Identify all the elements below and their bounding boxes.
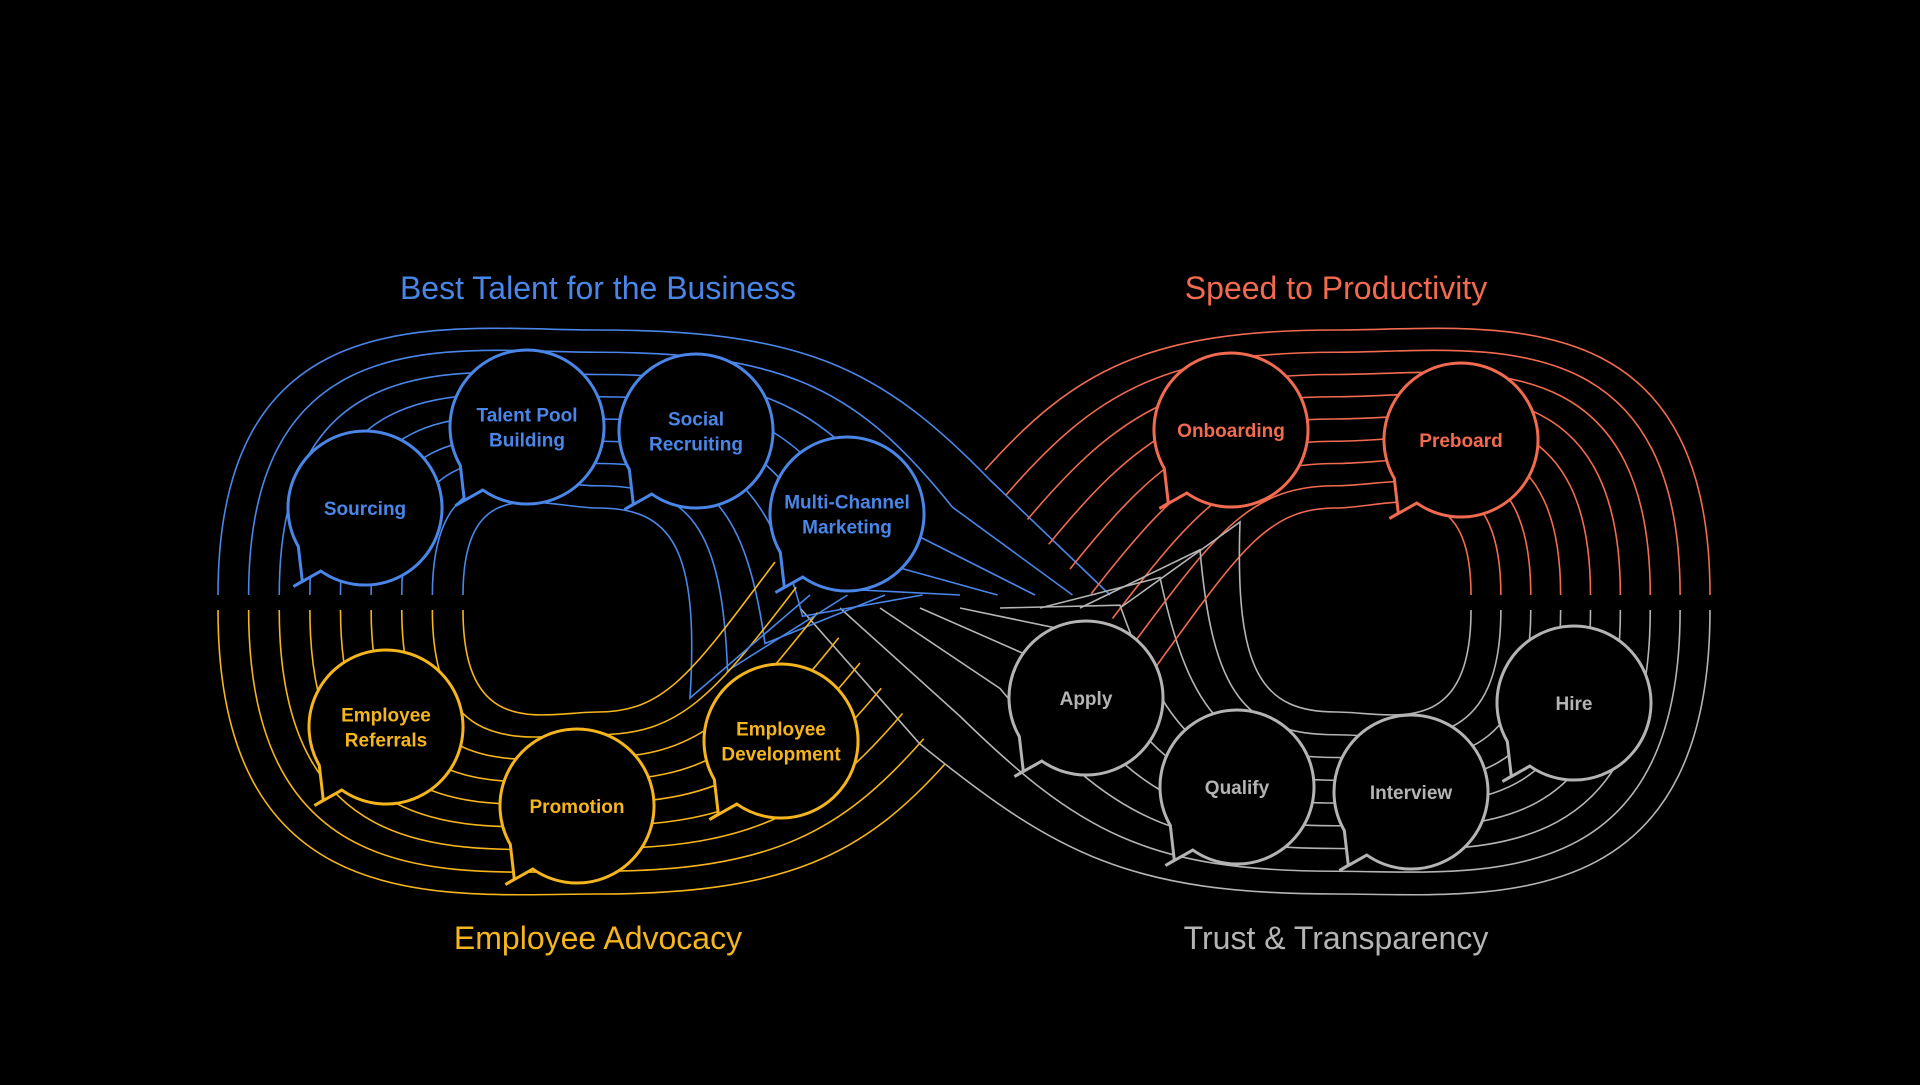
loop-line [879,607,1652,851]
stage-preboard: Preboard [1382,361,1540,520]
stage-label: Preboard [1419,431,1502,452]
loop-line [1079,548,1502,738]
stage-label: Recruiting [649,435,743,456]
stage-label: Qualify [1205,778,1270,799]
stage-label: Interview [1370,783,1453,804]
speech-bubble-shape [448,348,606,507]
title-employee-advocacy: Employee Advocacy [453,920,743,956]
stage-label: Apply [1060,689,1113,710]
stage-label: Social [668,410,724,431]
stage-label: Onboarding [1177,421,1285,442]
speech-bubble-shape [286,429,444,588]
stage-label: Marketing [802,518,892,539]
speech-bubble-shape [1332,713,1490,872]
title-trust-transparency: Trust & Transparency [1183,920,1489,956]
speech-bubble-shape [498,727,656,886]
stage-label: Sourcing [324,499,406,520]
stage-onboarding: Onboarding [1152,351,1310,510]
loop-line [1005,349,1681,596]
speech-bubble-shape [617,352,775,511]
loop-line [984,327,1711,596]
stage-label: Hire [1556,694,1593,715]
stage-label: Referrals [345,731,427,752]
loop-line [462,561,776,716]
speech-bubble-shape [307,648,465,807]
loop-line [217,327,1111,596]
speech-bubble-shape [1007,619,1165,778]
speech-bubble-shape [768,435,926,594]
stage-interview: Interview [1332,713,1490,872]
speech-bubble-shape [1158,708,1316,867]
title-best-talent: Best Talent for the Business [399,270,797,306]
loop-line [1154,501,1472,669]
stage-label: Promotion [530,797,625,818]
speech-bubble-shape [1382,361,1540,520]
title-speed-to-productivity: Speed to Productivity [1184,270,1488,306]
stage-apply: Apply [1007,619,1165,778]
speech-bubble-shape [1152,351,1310,510]
stage-promotion: Promotion [498,727,656,886]
stage-sourcing: Sourcing [286,429,444,588]
loop-line [1069,415,1592,596]
loop-line [462,501,811,700]
stage-label: Building [489,431,565,452]
loop-line [1048,393,1622,596]
loop-line [1026,371,1652,596]
stage-label: Talent Pool [477,406,578,427]
loop-line [839,607,1681,873]
loop-line [1119,520,1472,716]
stage-label: Development [721,745,841,766]
stage-label: Employee [341,706,431,727]
loop-line [217,609,946,896]
stage-label: Multi-Channel [784,493,910,514]
speech-bubble-shape [1495,624,1653,783]
stage-hire: Hire [1495,624,1653,783]
stage-qualify: Qualify [1158,708,1316,867]
loop-line [799,607,1711,896]
loop-line [247,349,1073,596]
stage-label: Employee [736,720,826,741]
speech-bubble-shape [702,662,860,821]
